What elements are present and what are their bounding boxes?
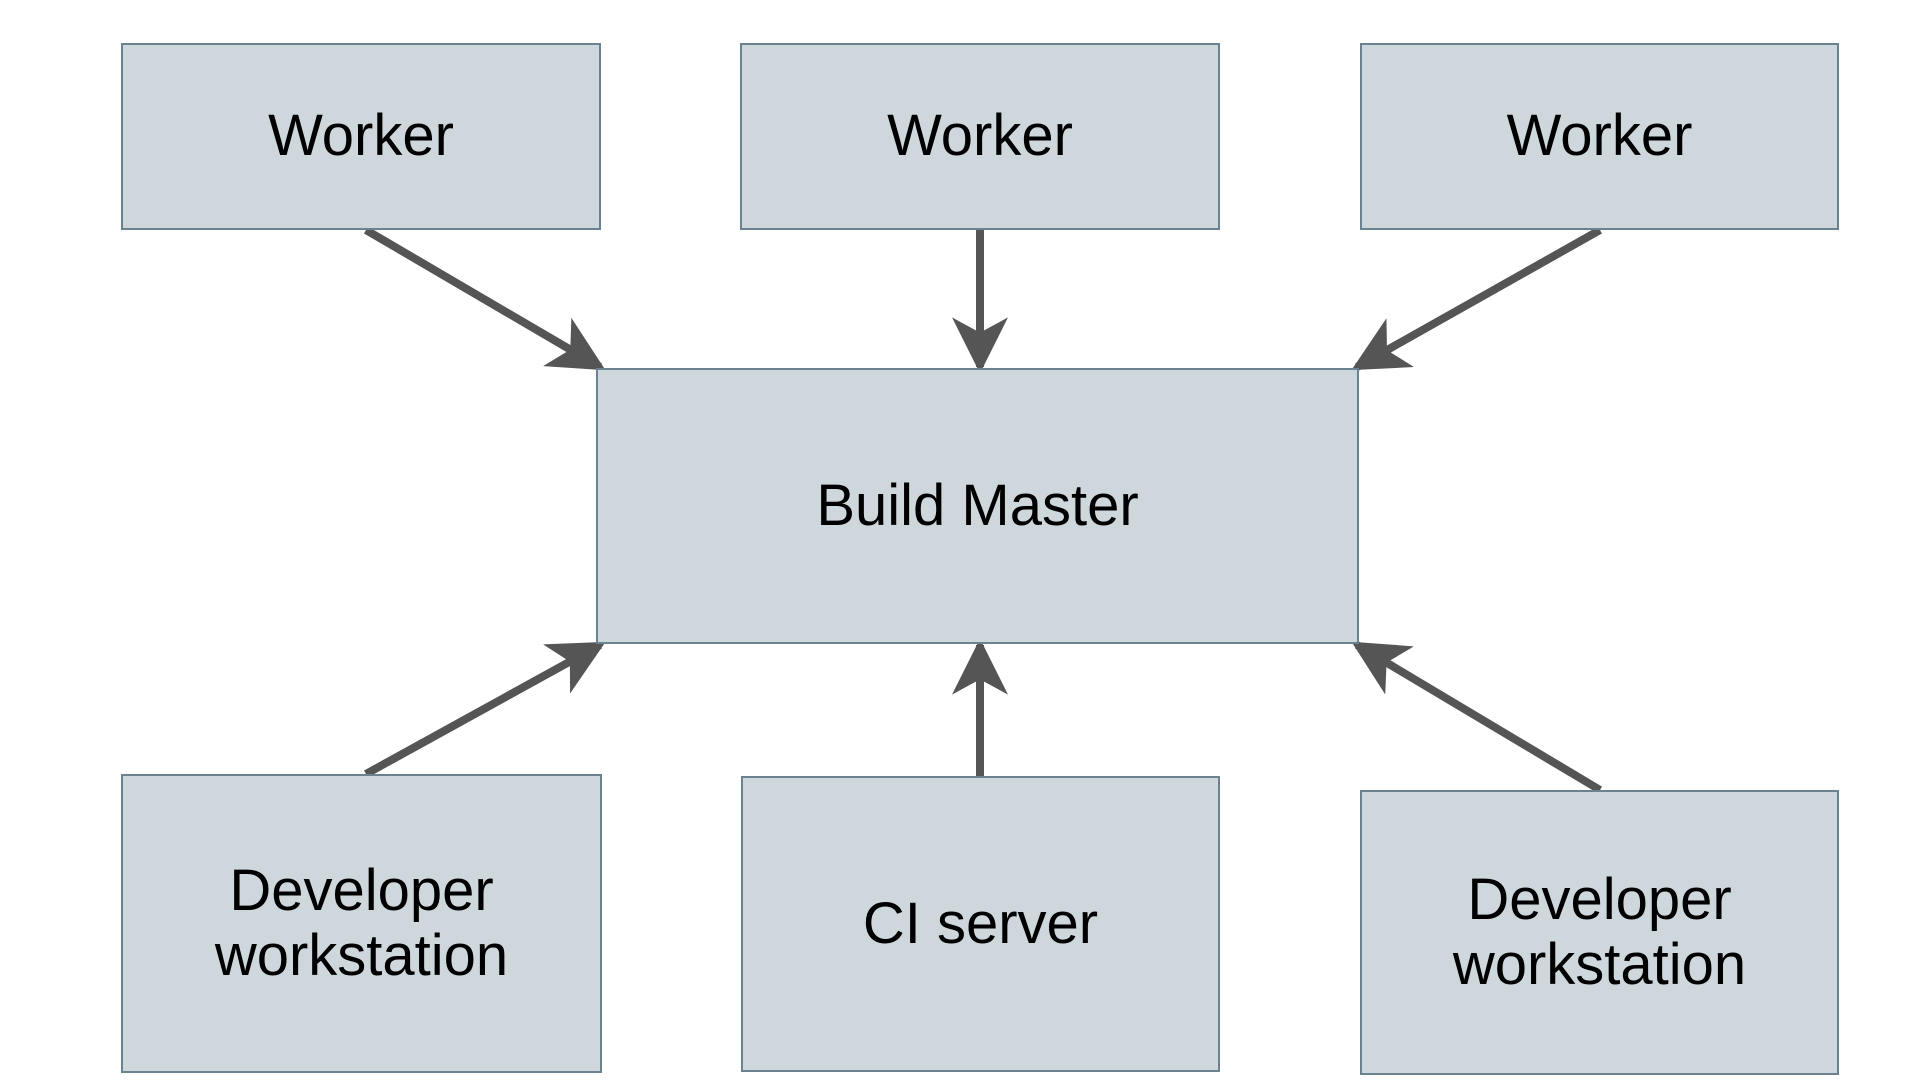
- node-ci-server[interactable]: CI server: [741, 776, 1220, 1072]
- dev-right-to-build-master: [1351, 641, 1603, 794]
- node-worker-2[interactable]: Worker: [740, 43, 1220, 230]
- node-worker-3-label: Worker: [1506, 103, 1693, 169]
- node-build-master-label: Build Master: [816, 472, 1139, 538]
- node-worker-1[interactable]: Worker: [121, 43, 601, 230]
- node-worker-3[interactable]: Worker: [1360, 43, 1839, 230]
- node-developer-workstation-left[interactable]: Developer workstation: [121, 774, 602, 1073]
- node-ci-server-label: CI server: [862, 890, 1099, 956]
- worker-1-to-build-master: [363, 226, 606, 371]
- node-worker-2-label: Worker: [887, 103, 1073, 169]
- node-build-master[interactable]: Build Master: [596, 368, 1359, 644]
- node-developer-workstation-right[interactable]: Developer workstation: [1360, 790, 1839, 1075]
- dev-left-to-build-master: [364, 641, 606, 778]
- node-developer-workstation-left-label: Developer workstation: [214, 857, 509, 988]
- node-developer-workstation-right-label: Developer workstation: [1452, 866, 1747, 997]
- worker-3-to-build-master: [1351, 226, 1602, 371]
- node-worker-1-label: Worker: [268, 103, 454, 169]
